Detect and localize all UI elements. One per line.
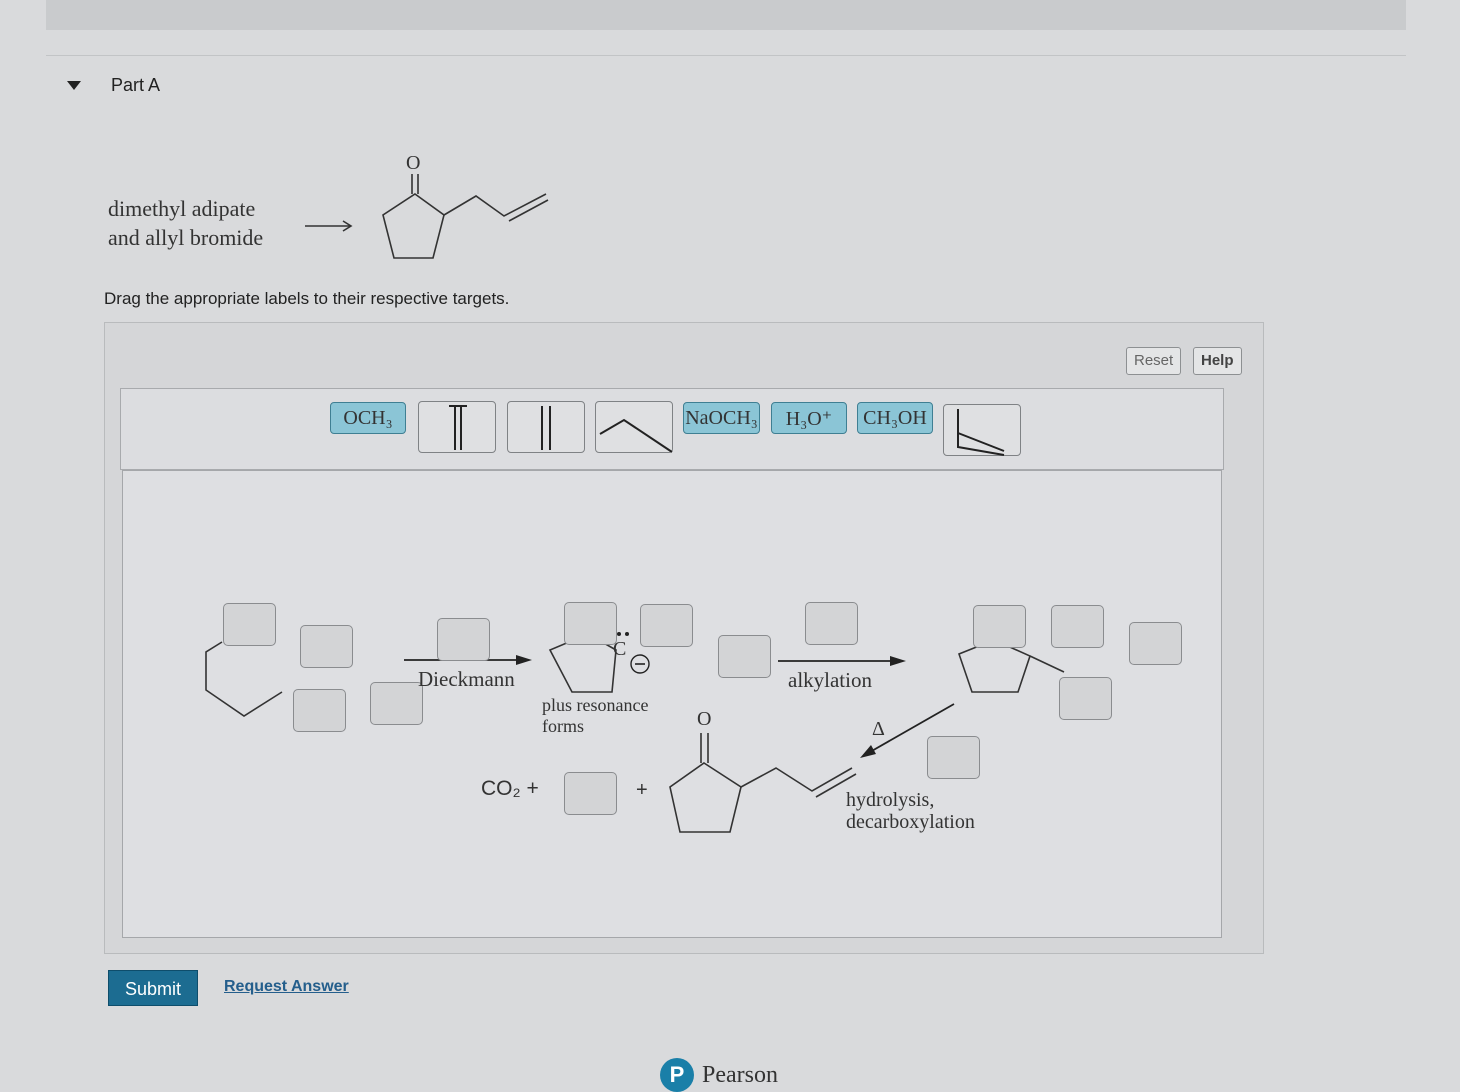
- alkylation-label: alkylation: [788, 668, 872, 692]
- pearson-brand-text: Pearson: [702, 1061, 778, 1088]
- fragment-3-structure: [599, 418, 673, 453]
- label-naoch3[interactable]: NaOCH₃: [683, 402, 760, 434]
- plus-sign: +: [636, 779, 648, 801]
- drop-target-5[interactable]: [437, 618, 490, 661]
- pearson-logo-icon: P: [660, 1058, 694, 1092]
- label-fragment-1[interactable]: [418, 401, 496, 453]
- drop-target-8[interactable]: [718, 635, 771, 678]
- drop-target-15[interactable]: [564, 772, 617, 815]
- fragment-2-structure: [541, 406, 551, 450]
- drop-target-13[interactable]: [1059, 677, 1112, 720]
- heat-symbol: Δ: [872, 718, 885, 740]
- part-header[interactable]: Part A: [60, 70, 360, 100]
- drop-target-7[interactable]: [640, 604, 693, 647]
- reactants-line-1: dimethyl adipate: [108, 196, 256, 221]
- fragment-1-structure: [449, 405, 467, 450]
- submit-button[interactable]: Submit: [108, 970, 198, 1006]
- instructions-text: Drag the appropriate labels to their res…: [104, 289, 510, 308]
- product-oxygen-label: O: [406, 152, 420, 174]
- footer-brand: P Pearson: [660, 1058, 778, 1092]
- hydrolysis-line-2: decarboxylation: [846, 811, 975, 833]
- label-fragment-2[interactable]: [507, 401, 585, 453]
- target-product-structure: O: [382, 152, 549, 259]
- hydrolysis-note: hydrolysis, decarboxylation: [846, 789, 975, 833]
- drop-target-11[interactable]: [1051, 605, 1104, 648]
- resonance-line-1: plus resonance: [542, 695, 649, 715]
- drop-target-1[interactable]: [223, 603, 276, 646]
- resonance-line-2: forms: [542, 716, 584, 736]
- reset-button[interactable]: Reset: [1126, 347, 1182, 375]
- drop-target-10[interactable]: [973, 605, 1026, 648]
- label-fragment-3[interactable]: [595, 401, 673, 453]
- section-divider: [46, 55, 1406, 56]
- drop-target-4[interactable]: [370, 682, 423, 725]
- collapse-caret-icon[interactable]: [67, 80, 81, 90]
- label-ch3oh[interactable]: CH₃OH: [857, 402, 933, 434]
- drop-target-14[interactable]: [927, 736, 980, 779]
- part-title: Part A: [111, 74, 161, 95]
- reactants-line-2: and allyl bromide: [108, 225, 264, 250]
- reactants-text: dimethyl adipate and allyl bromide: [108, 194, 263, 252]
- drop-target-6[interactable]: [564, 602, 617, 645]
- drop-target-3[interactable]: [293, 689, 346, 732]
- label-och3[interactable]: OCH₃: [330, 402, 406, 434]
- dieckmann-label: Dieckmann: [418, 667, 515, 691]
- request-answer-link[interactable]: Request Answer: [224, 978, 349, 995]
- hydrolysis-line-1: hydrolysis,: [846, 789, 935, 811]
- label-fragment-4[interactable]: [943, 404, 1021, 456]
- reaction-arrow-icon: [305, 220, 353, 232]
- resonance-note: plus resonance forms: [542, 695, 648, 737]
- top-instruction-bar: [46, 0, 1406, 30]
- scheme-product-oxygen: O: [697, 708, 712, 730]
- fragment-4-structure: [957, 409, 1005, 456]
- help-button[interactable]: Help: [1193, 347, 1242, 375]
- drop-target-2[interactable]: [300, 625, 353, 668]
- drop-target-9[interactable]: [805, 602, 858, 645]
- label-h3o[interactable]: H₃O⁺: [771, 402, 847, 434]
- carbanion-carbon-label: C: [613, 638, 627, 660]
- co2-label: CO₂ +: [481, 777, 539, 800]
- drop-target-12[interactable]: [1129, 622, 1182, 665]
